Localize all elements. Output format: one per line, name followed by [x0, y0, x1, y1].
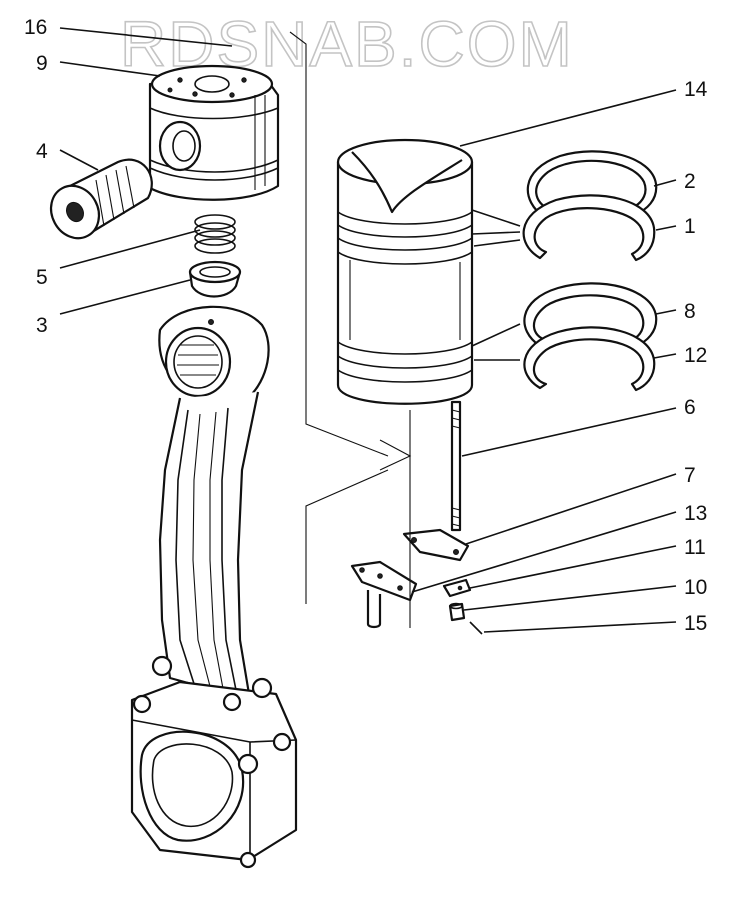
callout-1: 1: [684, 215, 696, 238]
piston-crown-part-9: [148, 64, 280, 201]
callout-6: 6: [684, 396, 696, 419]
callout-2: 2: [684, 170, 696, 193]
plate-part-7: [402, 528, 470, 562]
callout-14: 14: [684, 78, 708, 101]
callout-11: 11: [684, 536, 706, 559]
cylinder-liner-part-14: [336, 138, 474, 405]
cup-part-3: [188, 260, 242, 298]
callout-labels: 16 9 4 5 3 14 2 1 8 12 6 7 13 11 10 15: [24, 16, 708, 635]
stud-part-6: [450, 400, 462, 532]
callout-3: 3: [36, 314, 48, 337]
bracket-part-13: [350, 560, 418, 629]
cotter-pin-part-15: [469, 621, 483, 635]
spring-part-5: [194, 214, 236, 254]
callout-10: 10: [684, 576, 707, 599]
seal-ring-part-1: [522, 194, 656, 262]
lock-washer-part-11: [442, 578, 472, 598]
assembly-guide-lines: [289, 31, 412, 628]
nut-part-10: [448, 602, 466, 622]
callout-13: 13: [684, 502, 707, 525]
callout-5: 5: [36, 266, 48, 289]
callout-16: 16: [24, 16, 47, 39]
callout-15: 15: [684, 612, 707, 635]
connecting-rod: [130, 305, 298, 869]
callout-4: 4: [36, 140, 48, 163]
callout-9: 9: [36, 52, 48, 75]
leader-lines: [59, 27, 677, 633]
piston-pin-part-4: [49, 158, 153, 240]
callout-8: 8: [684, 300, 696, 323]
callout-12: 12: [684, 344, 707, 367]
seal-ring-part-12: [523, 326, 656, 392]
callout-7: 7: [684, 464, 696, 487]
